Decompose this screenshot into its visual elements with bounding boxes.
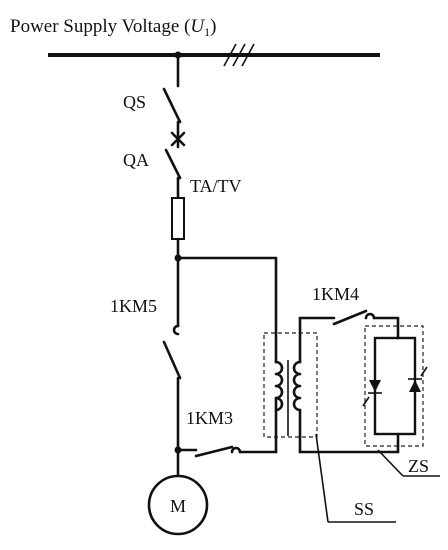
title-subscript: 1 xyxy=(204,25,210,39)
motor-label: M xyxy=(170,496,186,516)
title-prefix: Power Supply Voltage ( xyxy=(10,16,190,37)
motor-symbol xyxy=(147,474,209,536)
zs-label: ZS xyxy=(408,456,429,476)
thyristor-pair xyxy=(362,316,428,454)
qa-breaker xyxy=(164,148,182,200)
ss-label: SS xyxy=(354,499,374,519)
qa-label: QA xyxy=(123,150,149,170)
autotransformer-coils xyxy=(274,360,302,438)
tatv-label: TA/TV xyxy=(190,176,242,196)
title-suffix: ) xyxy=(210,16,216,37)
tatv-transformer xyxy=(171,197,185,240)
zs-boundary-box xyxy=(364,325,424,447)
diagram-title: Power Supply Voltage (U1) xyxy=(10,16,216,39)
title-symbol: U xyxy=(190,16,205,37)
km3-contactor xyxy=(176,396,278,458)
ss-boundary-box xyxy=(263,332,318,438)
qs-switch xyxy=(162,87,186,149)
km5-contactor xyxy=(162,256,182,452)
three-phase-mark xyxy=(223,43,255,67)
km4-label: 1KM4 xyxy=(312,284,359,304)
km4-contactor xyxy=(332,309,400,326)
zs-leader-line xyxy=(377,449,404,477)
qs-label: QS xyxy=(123,92,146,112)
km5-label: 1KM5 xyxy=(110,296,157,316)
ss-leader-line xyxy=(315,433,329,523)
km3-label: 1KM3 xyxy=(186,408,233,428)
